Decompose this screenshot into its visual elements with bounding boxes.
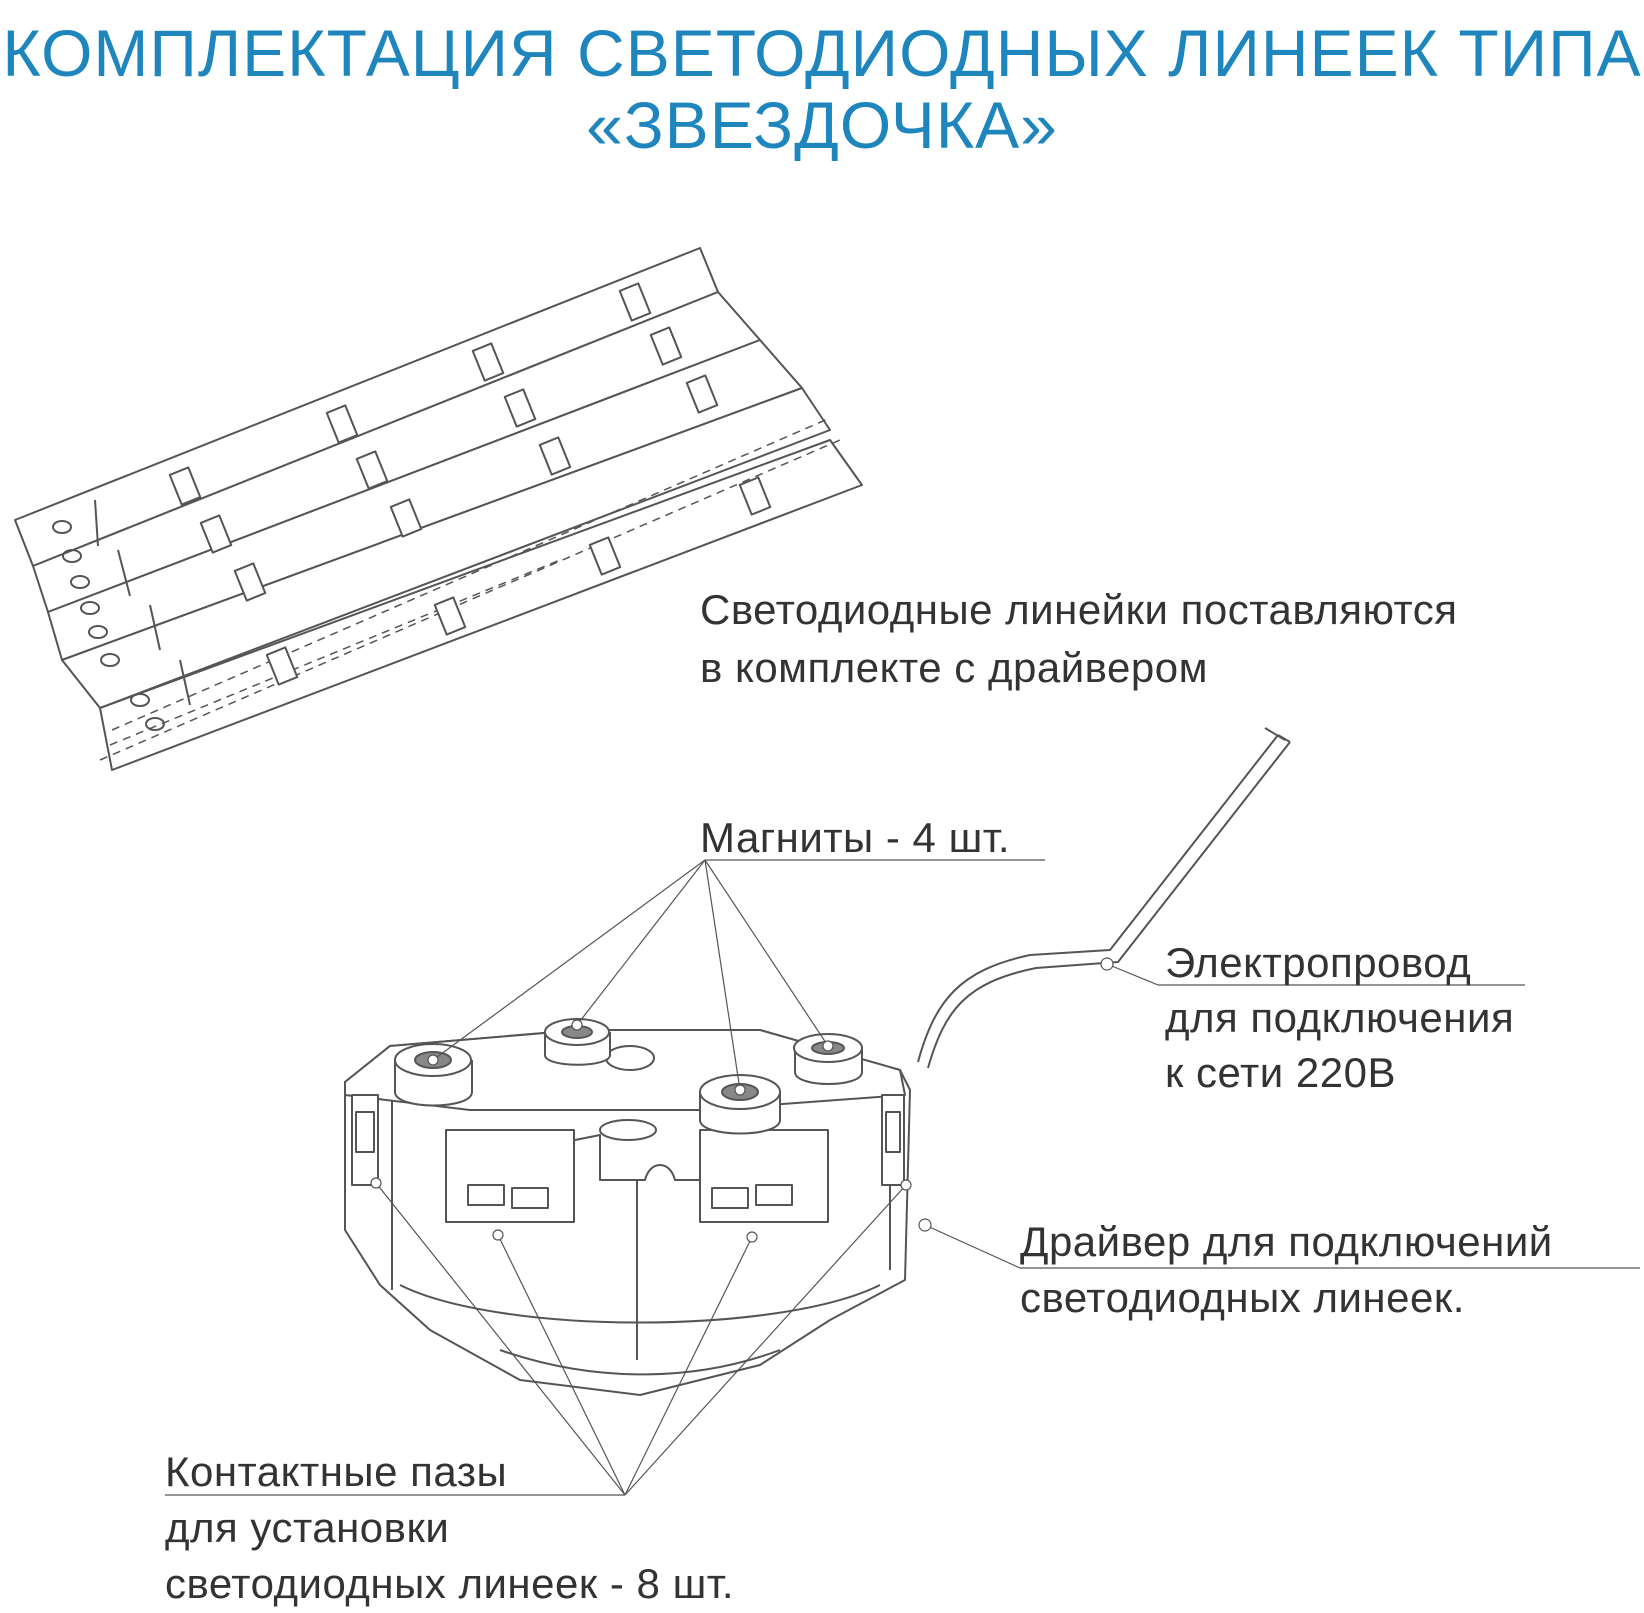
strips-caption-line-2: в комплекте с драйвером [700,644,1208,691]
magnet [394,1043,473,1107]
page-title-line-1: КОМПЛЕКТАЦИЯ СВЕТОДИОДНЫХ ЛИНЕЕК ТИПА [2,16,1642,90]
led-strip [99,439,863,771]
magnet [544,1018,611,1066]
callout-lines [165,859,1640,1496]
strip-mount-holes [52,520,165,731]
power-cable [917,734,1279,1063]
strip-leds [168,282,772,686]
wire-label-line-3: к сети 220В [1165,1049,1396,1096]
driver-label-line-2: светодиодных линеек. [1020,1274,1465,1321]
wire-label-line-1: Электропровод [1165,939,1472,986]
magnet [699,1074,781,1135]
magnets-label: Магниты - 4 шт. [700,814,1011,861]
wire-label-line-2: для подключения [1165,994,1515,1041]
led-strip [61,387,831,709]
slots-label-line-3: светодиодных линеек - 8 шт. [165,1560,735,1607]
strips-caption-line-1: Светодиодные линейки поставляются [700,586,1458,633]
callout-dots [370,957,1114,1243]
driver-label-line-1: Драйвер для подключений [1020,1218,1553,1265]
led-strips-illustration [14,247,863,771]
slots-label-line-1: Контактные пазы [165,1448,508,1495]
page-title-line-2: «ЗВЕЗДОЧКА» [586,88,1058,162]
slots-label-line-2: для установки [165,1504,450,1551]
